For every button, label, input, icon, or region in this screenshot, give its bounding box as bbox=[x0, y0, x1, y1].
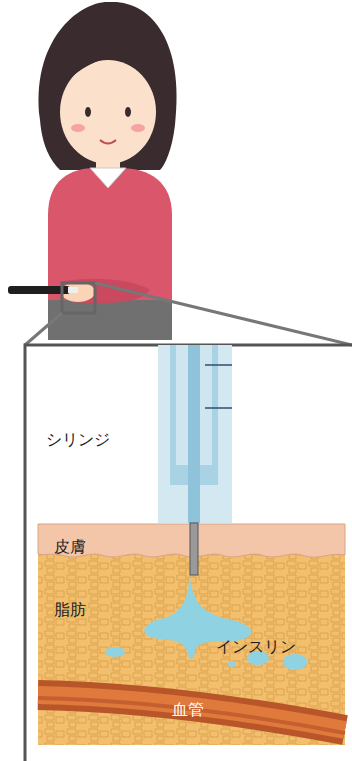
part-label: 皮膚 bbox=[54, 537, 86, 556]
part-label: シリンジ bbox=[46, 430, 110, 449]
woman-figure bbox=[8, 2, 177, 340]
zoom-box bbox=[62, 283, 95, 313]
part-label: 脂肪 bbox=[54, 600, 86, 619]
inset-frame bbox=[25, 345, 352, 761]
part-label: インスリン bbox=[216, 637, 296, 656]
insulin-spread bbox=[105, 575, 307, 670]
zoom-line bbox=[25, 283, 352, 345]
part-label: 血管 bbox=[172, 700, 204, 719]
syringe bbox=[158, 345, 232, 575]
blood-vessel bbox=[38, 688, 345, 745]
